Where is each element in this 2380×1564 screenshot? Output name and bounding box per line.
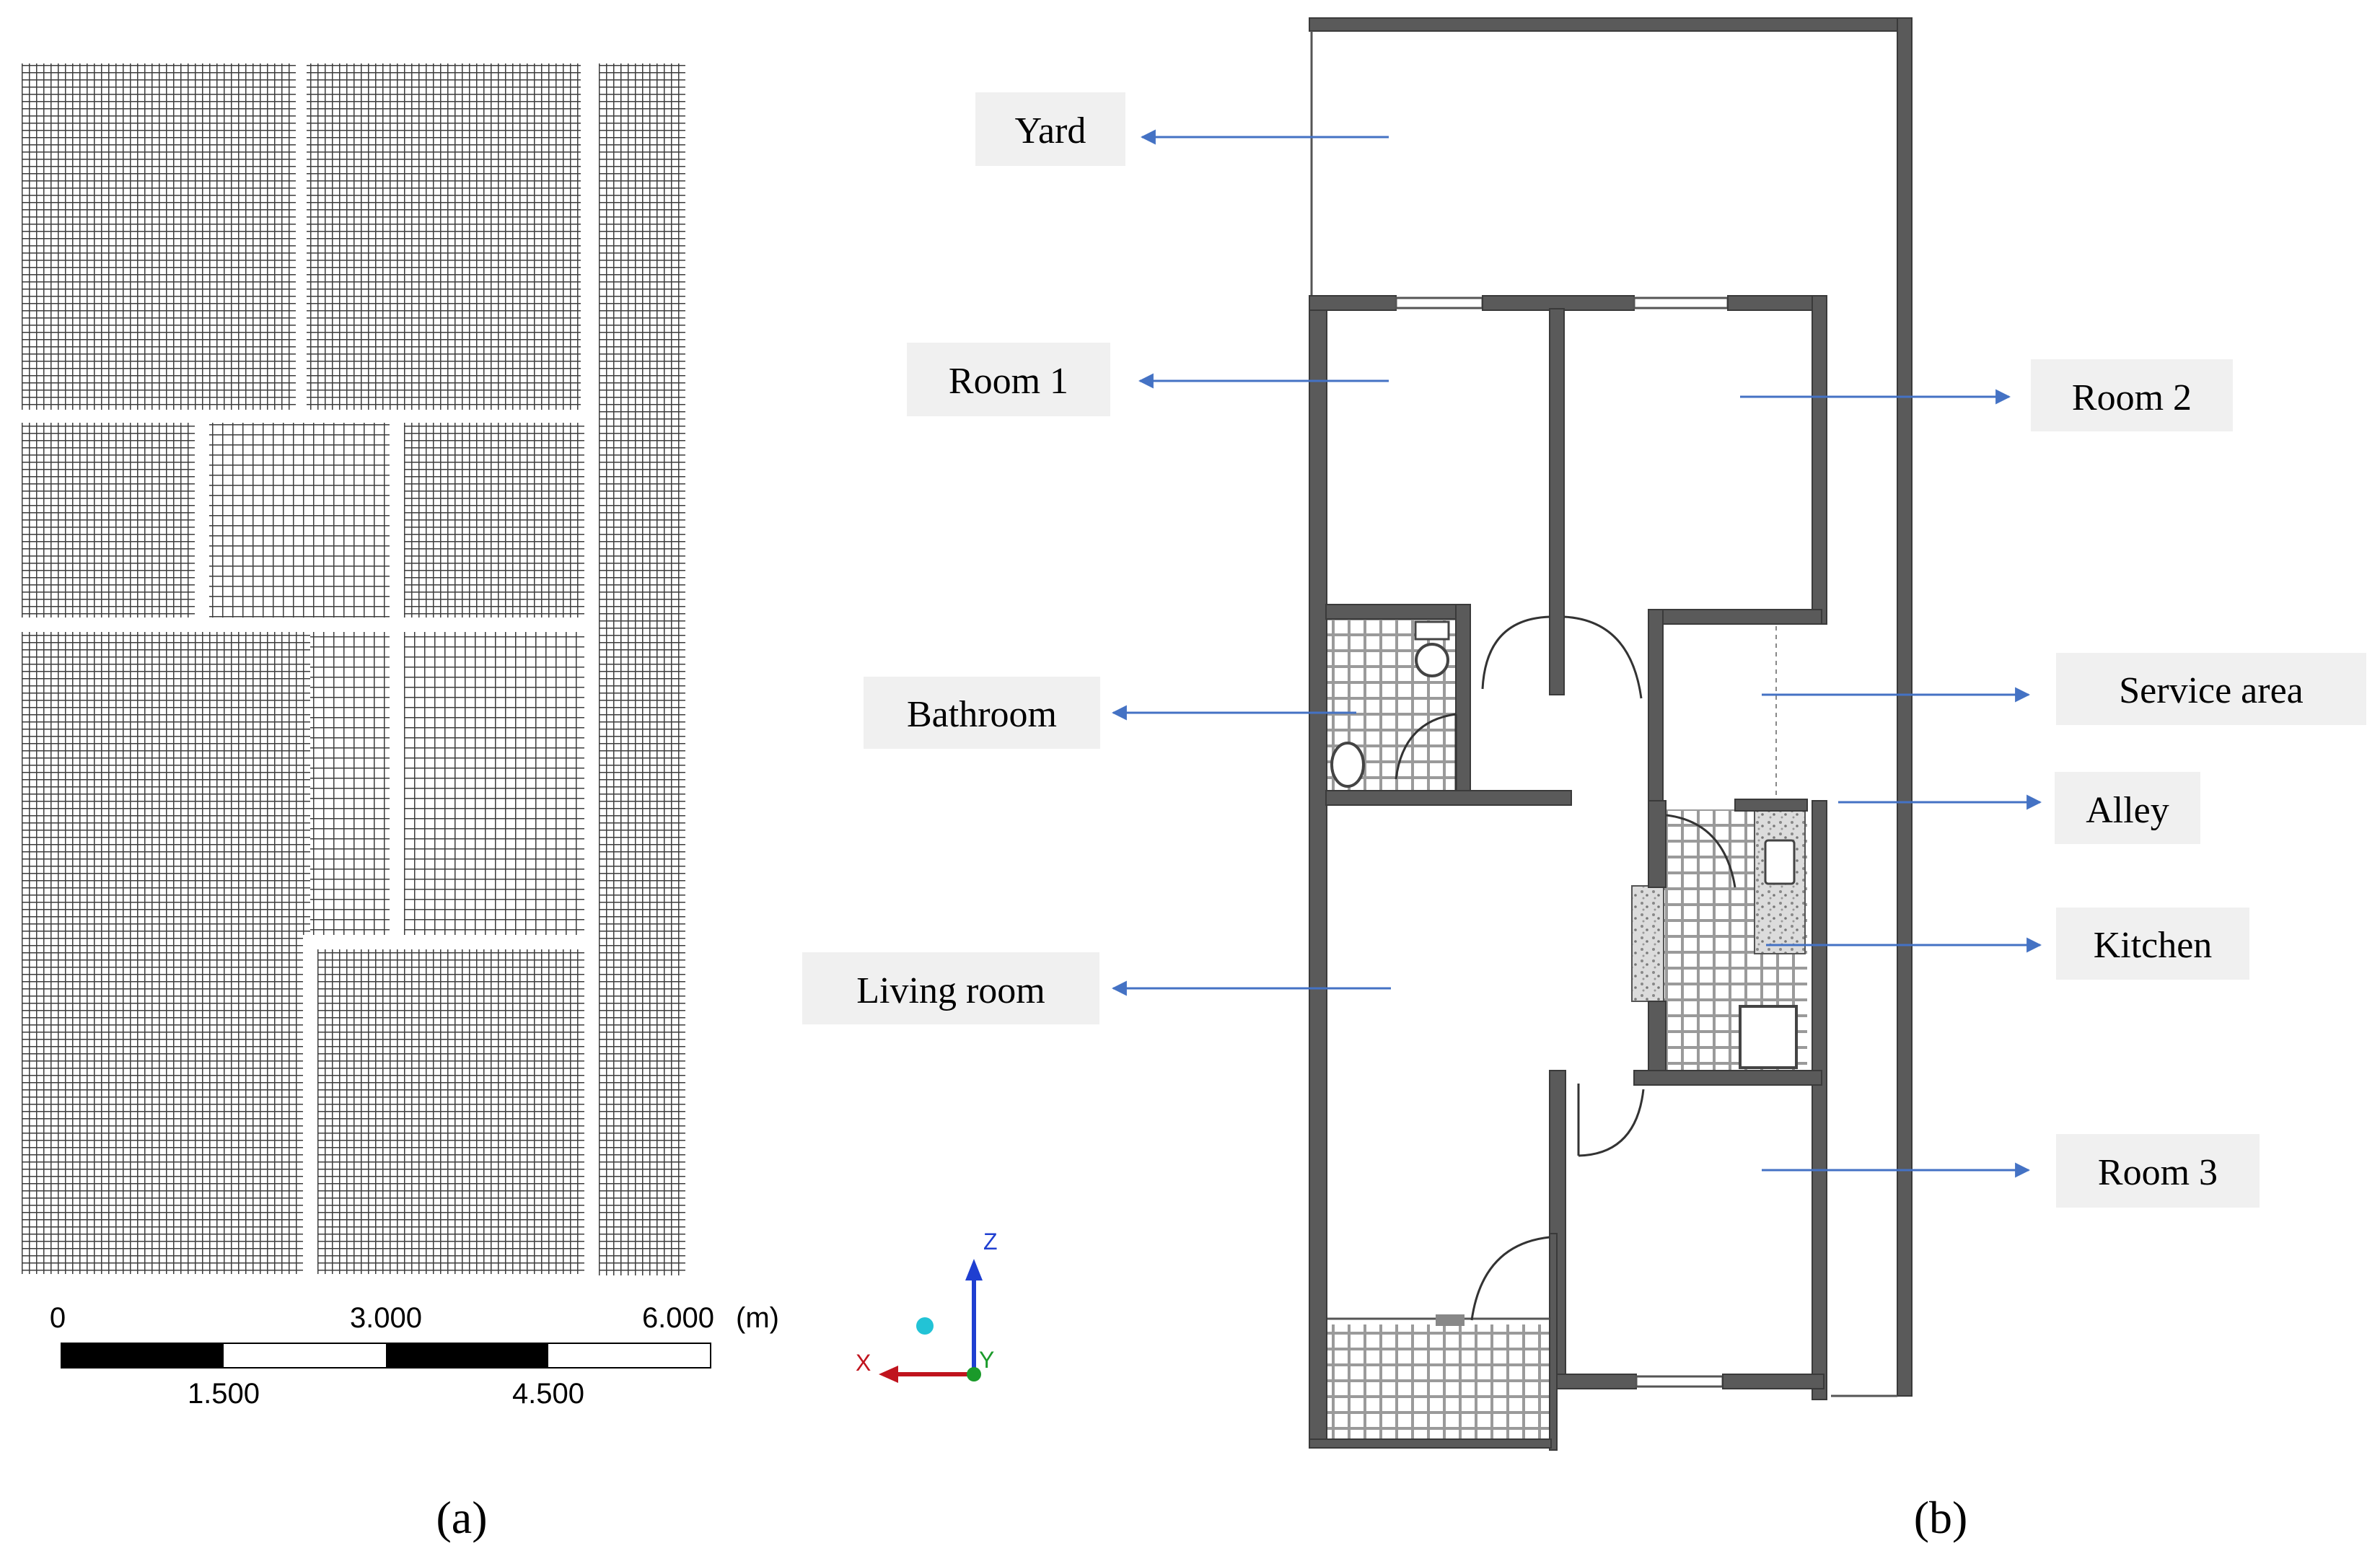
- stove-icon: [1739, 1005, 1798, 1069]
- room-label-text: Living room: [856, 970, 1045, 1011]
- mesh-block: [599, 63, 685, 1275]
- mesh-panel: [22, 63, 685, 1275]
- mesh-block: [209, 423, 390, 618]
- basin-icon: [1330, 742, 1365, 788]
- window: [1635, 1375, 1724, 1388]
- scale-top-label: 3.000: [350, 1302, 422, 1334]
- axis-z-label: Z: [983, 1229, 998, 1255]
- mesh-block: [307, 63, 581, 410]
- room-label-yard: Yard: [975, 92, 1125, 166]
- window: [1395, 296, 1484, 309]
- room-label-text: Alley: [2086, 790, 2169, 831]
- scale-bottom-label: 1.500: [188, 1378, 260, 1410]
- room-label-text: Yard: [1015, 110, 1086, 151]
- scale-bar: 0 3.000 6.000 (m) 1.500 4.500: [50, 1302, 779, 1410]
- panel-a-label: (a): [436, 1492, 487, 1543]
- room-label-text: Room 1: [949, 361, 1068, 402]
- mesh-block: [310, 632, 390, 935]
- room-label-alley: Alley: [2055, 772, 2200, 844]
- mesh-block: [404, 632, 584, 935]
- room-label-text: Room 2: [2072, 377, 2192, 418]
- mesh-block: [22, 632, 310, 1274]
- room-label-text: Service area: [2119, 670, 2303, 711]
- sink-icon: [1764, 839, 1796, 885]
- scale-segment: [386, 1343, 548, 1368]
- axis-y-label: Y: [979, 1347, 994, 1373]
- room-label-room-2: Room 2: [2031, 359, 2233, 431]
- room-label-bathroom: Bathroom: [864, 677, 1100, 749]
- mesh-block: [317, 949, 584, 1274]
- scale-segment: [61, 1343, 224, 1368]
- room-label-room-3: Room 3: [2056, 1134, 2260, 1208]
- room-label-text: Kitchen: [2094, 925, 2213, 966]
- toilet-icon: [1415, 643, 1449, 677]
- panel-b-label: (b): [1914, 1492, 1968, 1543]
- mesh-block: [22, 63, 296, 410]
- room-label-text: Bathroom: [907, 694, 1057, 735]
- room-label-room-1: Room 1: [907, 343, 1110, 416]
- yard-right-wall: [1897, 17, 1913, 1397]
- room-label-kitchen: Kitchen: [2056, 908, 2249, 980]
- scale-top-label: 0: [50, 1302, 66, 1334]
- kitchen-counter: [1631, 885, 1664, 1002]
- room-label-living-room: Living room: [802, 952, 1099, 1024]
- label-arrows: [1111, 129, 2042, 1178]
- room-label-text: Room 3: [2098, 1152, 2218, 1193]
- axis-x-label: X: [856, 1350, 871, 1376]
- mesh-block: [22, 423, 195, 618]
- window: [1633, 296, 1729, 309]
- mesh-block: [404, 423, 584, 618]
- yard-top-wall: [1309, 17, 1913, 32]
- porch-floor: [1327, 1324, 1557, 1447]
- room-label-service-area: Service area: [2056, 653, 2366, 725]
- scale-top-label: 6.000: [642, 1302, 714, 1334]
- scale-bottom-label: 4.500: [512, 1378, 584, 1410]
- scale-unit: (m): [736, 1302, 779, 1334]
- floor-plan: [1309, 17, 1913, 1451]
- axis-triad: Z X Y: [856, 1229, 998, 1383]
